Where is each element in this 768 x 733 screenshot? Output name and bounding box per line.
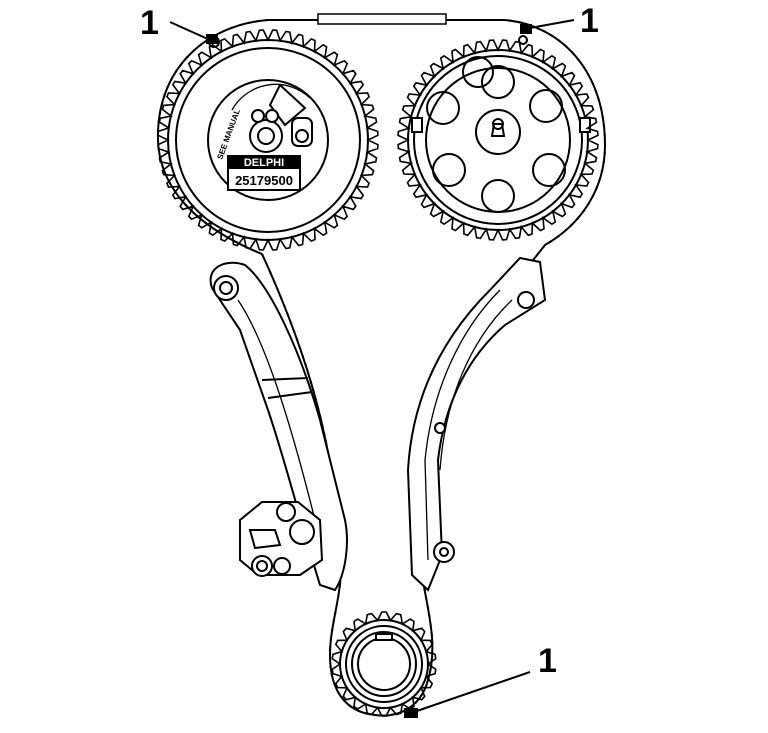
crank-sprocket-teeth — [331, 611, 437, 717]
callout-1-top-right: 1 — [529, 2, 599, 40]
sprocket-teeth-outline — [397, 39, 599, 241]
part-number-label: 25179500 — [235, 173, 293, 188]
sprocket-teeth-outline — [157, 29, 379, 251]
chain-tensioner — [239, 501, 324, 577]
right-camshaft-sprocket — [407, 35, 591, 231]
sprocket-teeth-outline — [331, 611, 437, 717]
callout-number: 1 — [140, 4, 159, 42]
callout-number: 1 — [538, 642, 557, 680]
left-camshaft-sprocket: DELPHI 25179500 SEE MANUAL — [167, 36, 369, 241]
tensioner-guide — [209, 261, 348, 592]
brand-label: DELPHI — [244, 157, 284, 169]
callout-1-top-left: 1 — [140, 4, 211, 42]
timing-marks — [206, 13, 532, 718]
left-sprocket-teeth — [157, 29, 379, 251]
callout-number: 1 — [580, 2, 599, 40]
callout-1-bottom: 1 — [413, 642, 557, 713]
fixed-guide — [406, 256, 547, 592]
crankshaft-sprocket — [339, 619, 429, 709]
right-sprocket-teeth — [397, 39, 599, 241]
